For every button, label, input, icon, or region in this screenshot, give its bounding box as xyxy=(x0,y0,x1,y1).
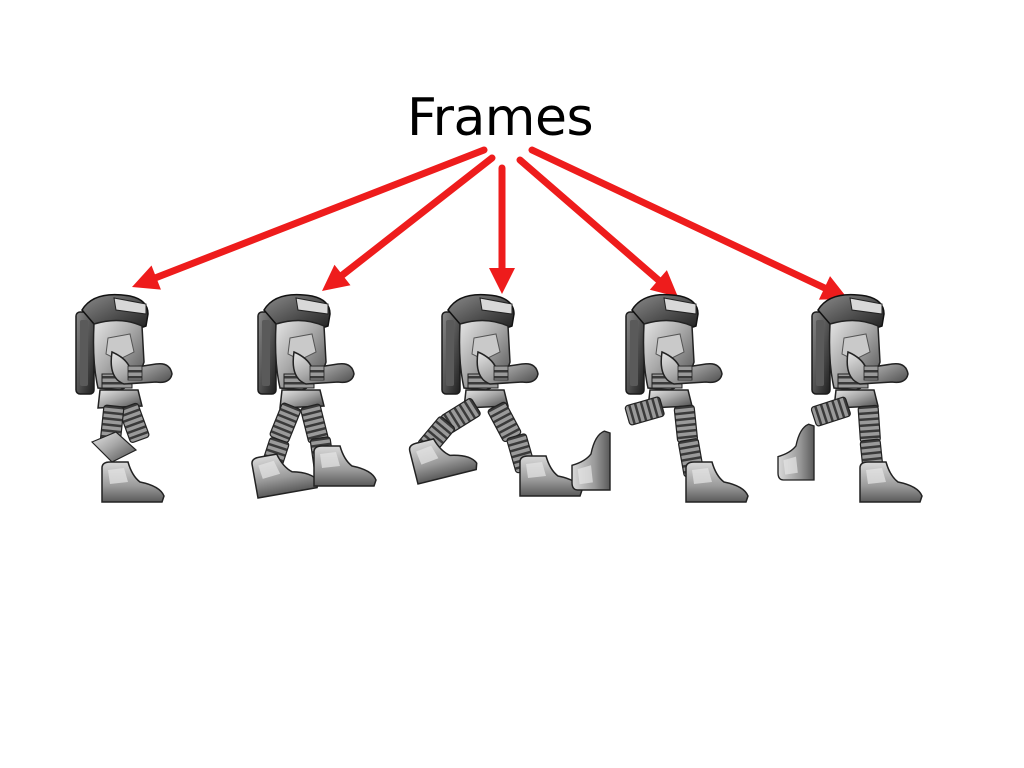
arrow-5-shaft xyxy=(528,146,832,294)
arrow-1-shaft xyxy=(149,146,488,283)
arrow-5-head xyxy=(818,276,848,300)
sprite-frame-2 xyxy=(250,293,377,499)
sprite-frame-5 xyxy=(777,293,923,503)
arrow-4-head xyxy=(649,270,678,297)
slide-title: Frames xyxy=(406,88,594,148)
sprite-frame-4 xyxy=(571,293,749,503)
arrow-3-head xyxy=(489,268,515,294)
sprite-frame-3 xyxy=(407,293,583,497)
arrow-1-head xyxy=(132,265,161,290)
arrows xyxy=(132,146,848,300)
sprite-frame-1 xyxy=(75,293,173,503)
arrow-2-shaft xyxy=(335,154,496,281)
arrow-4-shaft xyxy=(516,156,665,287)
arrow-2-head xyxy=(322,264,351,291)
